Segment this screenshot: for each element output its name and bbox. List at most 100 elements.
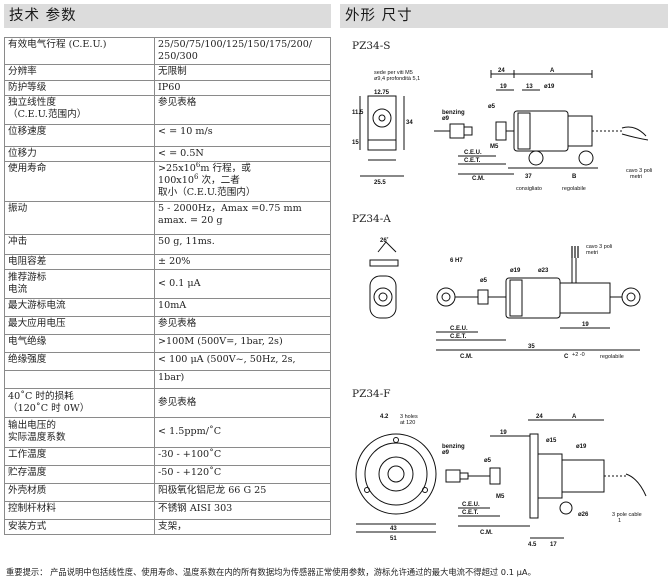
spec-label-line: 电阻容差 (8, 255, 47, 267)
spec-value-line: 5 - 2000Hz，Amax =0.75 mm (158, 202, 302, 214)
dimension-label: 19 (500, 84, 507, 90)
model-title-pz34-a: PZ34-A (352, 213, 391, 225)
dimension-label: A (550, 68, 555, 74)
spec-label-line: 有效电气行程 (C.E.U.) (8, 39, 107, 50)
spec-value: 1bar) (154, 369, 331, 389)
dimension-label: 3 holes (400, 414, 418, 420)
spec-value: < 100 μA (500V~, 50Hz, 2s, (154, 351, 331, 371)
spec-value: < 1.5ppm/˚C (154, 416, 331, 448)
pz34-f-drawing: 4.2 3 holes at 120 benzing ø9 24 A 19 ø1… (355, 414, 647, 548)
dimension-label: 17 (550, 542, 557, 548)
spec-label-line: （C.E.U.范围内） (8, 109, 87, 121)
dimension-label: 12.75 (374, 90, 390, 96)
spec-label-line: 工作温度 (8, 448, 47, 460)
spec-label: 40˚C 时的损耗（120˚C 时 0W） (4, 387, 155, 418)
spec-label: 工作温度 (4, 446, 155, 466)
spec-label: 电气绝缘 (4, 333, 155, 353)
spec-value-line: 10mA (158, 299, 187, 311)
spec-label-line: 冲击 (8, 235, 28, 247)
dimension-label: 34 (406, 120, 413, 126)
spec-value-line: >25x106m 行程，或 (158, 161, 251, 175)
spec-value-line: 不锈钢 AISI 303 (158, 502, 233, 514)
spec-value: 不锈钢 AISI 303 (154, 500, 331, 520)
dimension-label: 43 (390, 526, 397, 532)
spec-value: 无限制 (154, 64, 331, 81)
dimension-label: ø19 (544, 84, 555, 90)
pz34-s-drawing: sede per viti M5 ø9,4 profondità 5,1 12.… (352, 68, 652, 192)
spec-label-line: 防护等级 (8, 81, 47, 93)
spec-label: 防护等级 (4, 79, 155, 96)
dimension-label: 15 (352, 140, 359, 146)
spec-label-line: 使用寿命 (8, 163, 47, 175)
spec-value: 10mA (154, 297, 331, 317)
spec-label: 贮存温度 (4, 464, 155, 484)
spec-value: IP60 (154, 79, 331, 96)
dimension-label: ø15 (546, 438, 557, 444)
spec-label-line: 控制杆材料 (8, 502, 56, 514)
spec-row: 输出电压的实际温度系数< 1.5ppm/˚C (4, 416, 331, 448)
dimension-label: regolabile (600, 354, 624, 360)
dimension-label: sede per viti M5 (374, 70, 413, 76)
dimension-label: 51 (390, 536, 397, 542)
spec-label: 独立线性度（C.E.U.范围内） (4, 94, 155, 125)
spec-row: 控制杆材料 不锈钢 AISI 303 (4, 500, 331, 520)
spec-label-line: 实际温度系数 (8, 432, 66, 444)
spec-value: -50 - +120˚C (154, 464, 331, 484)
spec-row: 电气绝缘>100M (500V=, 1bar, 2s) (4, 333, 331, 353)
dimensions-header: 外形 尺寸 (340, 4, 668, 28)
spec-label: 绝缘强度 (4, 351, 155, 371)
dimension-label: B (572, 174, 577, 180)
dimension-label: at 120 (400, 420, 415, 426)
spec-label-line: 分辨率 (8, 66, 37, 78)
spec-row: 外壳材质阳极氧化铝尼龙 66 G 25 (4, 482, 331, 502)
spec-row: 最大游标电流 10mA (4, 297, 331, 317)
spec-label: 振动 (4, 200, 155, 235)
spec-table: 有效电气行程 (C.E.U.) 25/50/75/100/125/150/175/… (4, 36, 331, 536)
spec-value-line: < = 0.5N (158, 147, 204, 159)
dimension-label: 19 (500, 430, 507, 436)
important-note: 重要提示： 产品说明中包括线性度、使用寿命、温度系数在内的所有数据均为传感器正常… (6, 567, 536, 577)
spec-value-line: 参见表格 (158, 396, 197, 408)
dimension-label: 3 pole cable (612, 512, 642, 518)
spec-label: 分辨率 (4, 64, 155, 81)
dimension-label: benzing (442, 110, 465, 116)
technical-parameters-header: 技术 参数 (4, 4, 331, 28)
dimension-label: 6 H7 (450, 258, 463, 264)
spec-label: 位移速度 (4, 123, 155, 147)
spec-label-line: 最大游标电流 (8, 299, 66, 311)
dimension-label: +2 -0 (572, 352, 585, 358)
model-title-pz34-f: PZ34-F (352, 388, 391, 400)
spec-value: >100M (500V=, 1bar, 2s) (154, 333, 331, 353)
dimension-label: C.M. (460, 354, 473, 360)
spec-row: 贮存温度-50 - +120˚C (4, 464, 331, 484)
spec-label (4, 369, 155, 389)
spec-label-line: 振动 (8, 202, 28, 214)
spec-value: ± 20% (154, 253, 331, 270)
spec-value-line: < = 10 m/s (158, 125, 213, 137)
spec-value: 25/50/75/100/125/150/175/200/250/300 (154, 36, 331, 66)
spec-row: 防护等级 IP60 (4, 79, 331, 96)
spec-row: 40˚C 时的损耗（120˚C 时 0W）参见表格 (4, 387, 331, 418)
dimension-label: 24 (536, 414, 543, 420)
spec-value: 支架， (154, 518, 331, 536)
spec-row: 1bar) (4, 369, 331, 389)
spec-value-line: 支架， (158, 520, 187, 532)
dimension-label: 1 (618, 518, 621, 524)
spec-row: 独立线性度（C.E.U.范围内）参见表格 (4, 94, 331, 125)
spec-row: 分辨率 无限制 (4, 64, 331, 81)
spec-label-line: （120˚C 时 0W） (8, 402, 90, 414)
pz34-a-drawing: 26˚ 6 H7 ø19 ø23 ø5 cavo 3 poli metri C.… (369, 237, 641, 360)
dimension-label: 35 (528, 344, 535, 350)
spec-value: < 0.1 μA (154, 268, 331, 299)
dimension-label: M5 (490, 144, 499, 150)
spec-label: 最大应用电压 (4, 315, 155, 335)
spec-label: 有效电气行程 (C.E.U.) (4, 36, 155, 66)
dimension-label: ø5 (484, 458, 492, 464)
dimension-label: 13 (526, 84, 533, 90)
dimension-label: 26˚ (380, 237, 389, 244)
spec-row: 绝缘强度< 100 μA (500V~, 50Hz, 2s, (4, 351, 331, 371)
dimension-label: A (572, 414, 577, 420)
dimension-label: cavo 3 poli (626, 168, 652, 174)
dimension-label: ø23 (538, 268, 549, 274)
